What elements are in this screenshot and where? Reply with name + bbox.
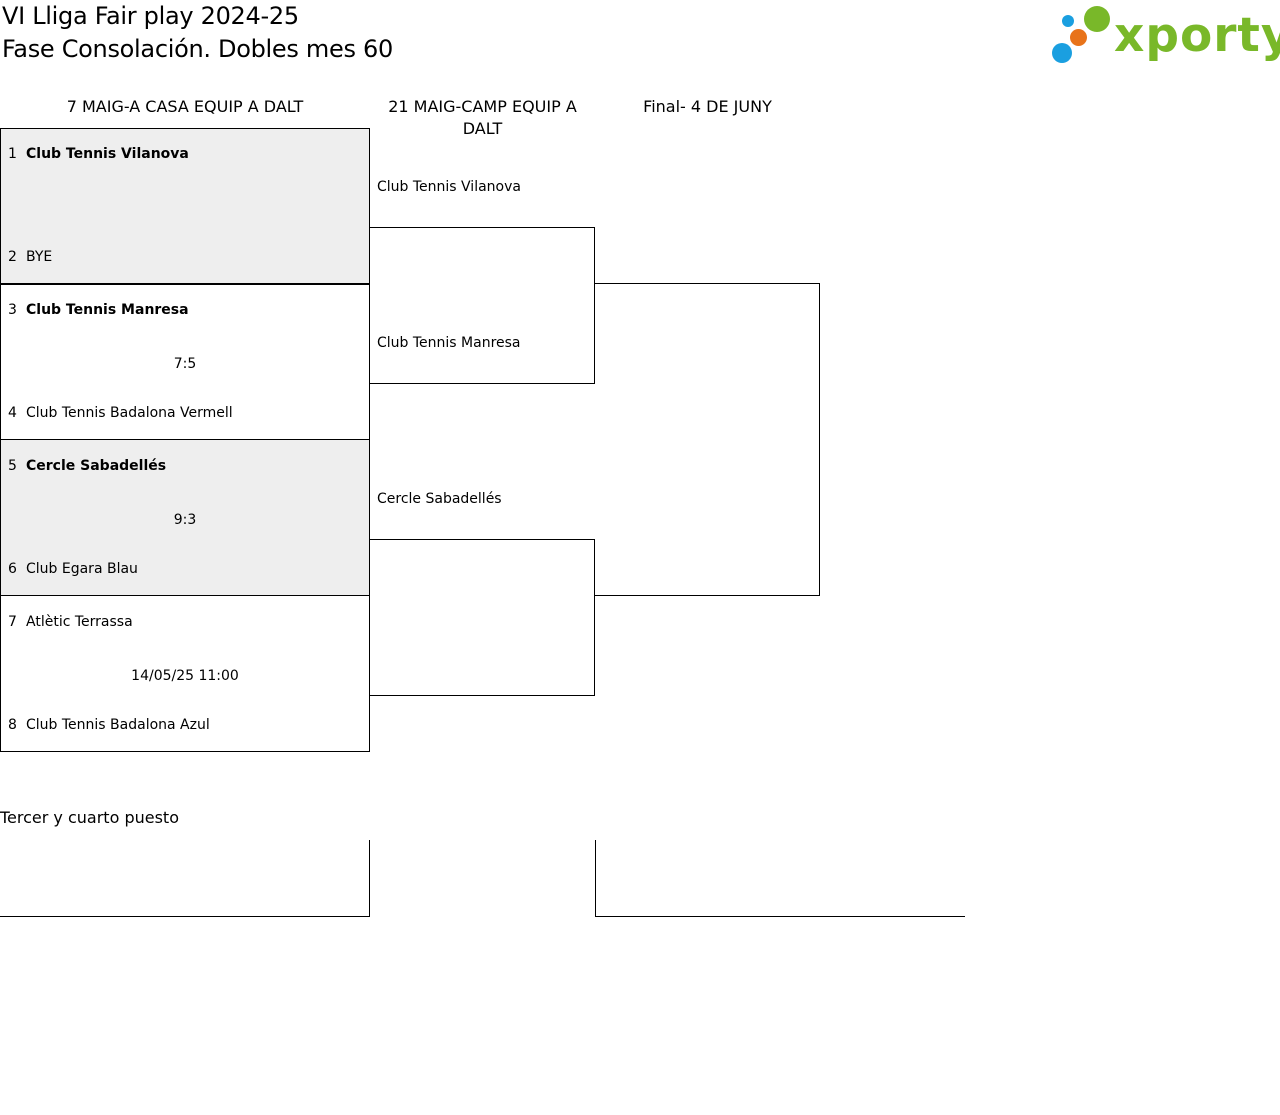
third-place-line-left (0, 840, 370, 917)
logo-text: xporty (1114, 8, 1280, 63)
seed-number: 3 (8, 302, 17, 318)
round-2-header: 21 MAIG-CAMP EQUIP A DALT (388, 97, 577, 138)
team-slot[interactable]: 5 Cercle Sabadellés (8, 458, 166, 474)
round-2-team[interactable]: Club Tennis Manresa (377, 335, 521, 351)
bracket-connector-final (594, 283, 820, 596)
team-name: Atlètic Terrassa (26, 614, 133, 630)
team-name: Club Tennis Badalona Azul (26, 717, 210, 733)
seed-number: 5 (8, 458, 17, 474)
logo-dot-green-icon (1084, 6, 1110, 32)
match-box-1[interactable]: 1 Club Tennis Vilanova 2 BYE (0, 128, 370, 285)
match-box-4[interactable]: 7 Atlètic Terrassa 14/05/25 11:00 8 Club T… (0, 595, 370, 752)
page-title: VI Lliga Fair play 2024-25 (2, 2, 299, 30)
page-subtitle: Fase Consolación. Dobles mes 60 (2, 35, 393, 63)
seed-number: 7 (8, 614, 17, 630)
team-slot[interactable]: 4 Club Tennis Badalona Vermell (8, 405, 233, 421)
bracket-connector-semifinal-2 (369, 539, 595, 696)
logo-dot-blue-icon (1052, 43, 1072, 63)
round-3-header: Final- 4 DE JUNY (643, 97, 772, 116)
seed-number: 4 (8, 405, 17, 421)
team-slot[interactable]: 6 Club Egara Blau (8, 561, 138, 577)
team-slot[interactable]: 8 Club Tennis Badalona Azul (8, 717, 210, 733)
team-slot[interactable]: 2 BYE (8, 249, 52, 265)
match-result: 7:5 (173, 356, 197, 372)
round-1-header: 7 MAIG-A CASA EQUIP A DALT (66, 97, 304, 116)
match-result: 14/05/25 11:00 (131, 668, 239, 684)
bracket-connector-semifinal-1 (369, 227, 595, 384)
match-box-3[interactable]: 5 Cercle Sabadellés 9:3 6 Club Egara Blau (0, 439, 370, 596)
team-slot[interactable]: 3 Club Tennis Manresa (8, 302, 189, 318)
seed-number: 2 (8, 249, 17, 265)
round-2-team[interactable]: Club Tennis Vilanova (377, 179, 521, 195)
third-place-heading: Tercer y cuarto puesto (0, 808, 179, 827)
team-name: Club Egara Blau (26, 561, 138, 577)
round-2-team[interactable]: Cercle Sabadellés (377, 491, 502, 507)
xporty-logo[interactable]: xporty (1052, 5, 1280, 67)
logo-dot-orange-icon (1070, 29, 1087, 46)
seed-number: 8 (8, 717, 17, 733)
team-name: Club Tennis Manresa (26, 302, 189, 318)
seed-number: 1 (8, 146, 17, 162)
team-name: Cercle Sabadellés (26, 458, 167, 474)
team-slot[interactable]: 1 Club Tennis Vilanova (8, 146, 189, 162)
third-place-line-right (595, 840, 965, 917)
match-result: 9:3 (173, 512, 197, 528)
seed-number: 6 (8, 561, 17, 577)
logo-dot-blue-small-icon (1062, 15, 1074, 27)
team-slot[interactable]: 7 Atlètic Terrassa (8, 614, 133, 630)
team-name: Club Tennis Vilanova (26, 146, 189, 162)
team-name: BYE (26, 249, 53, 265)
team-name: Club Tennis Badalona Vermell (26, 405, 233, 421)
match-box-2[interactable]: 3 Club Tennis Manresa 7:5 4 Club Tennis Ba… (0, 283, 370, 440)
